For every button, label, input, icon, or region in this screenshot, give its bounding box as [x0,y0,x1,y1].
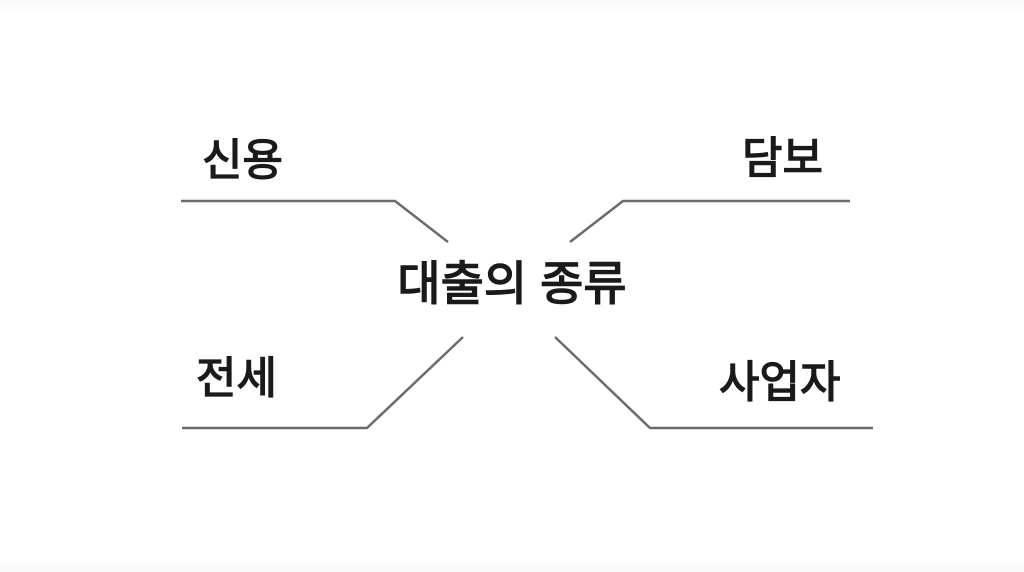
connector-bottom-right-line [554,336,873,430]
diagram-title: 대출의 종류 [397,257,627,310]
branch-label-collateral: 담보 [742,134,823,183]
branch-label-business: 사업자 [719,358,841,407]
connector-top-left-line [181,199,449,243]
branch-label-jeonse: 전세 [196,354,277,403]
connector-bottom-left-line [182,336,464,430]
connector-top-right-line [569,199,850,243]
branch-label-credit: 신용 [202,136,283,185]
